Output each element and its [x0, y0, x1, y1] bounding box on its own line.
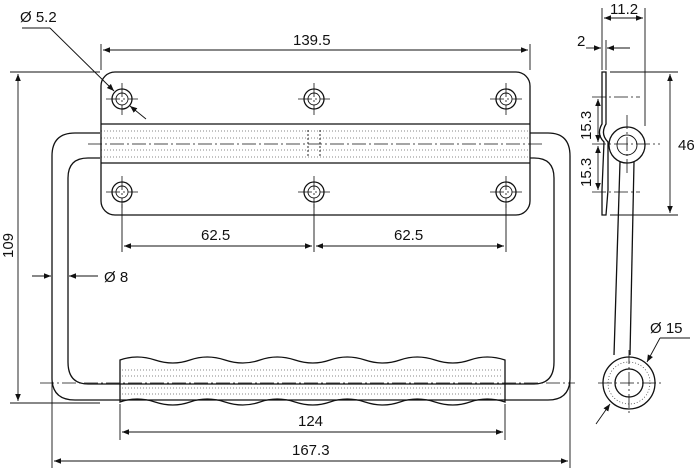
- mounting-holes: [106, 83, 522, 208]
- tube-diameter-label: Ø 15: [650, 320, 683, 337]
- hole-spacing-left-label: 62.5: [201, 227, 230, 244]
- handle-wire-outer: [51, 132, 571, 401]
- side-plate-profile: [598, 71, 609, 216]
- side-dimensions: 11.2 2 15.3 15.3 46 Ø 15: [577, 1, 695, 425]
- handle-wire-inner: [67, 157, 555, 385]
- plate-width-label: 139.5: [293, 32, 331, 49]
- wire-diameter-label: Ø 8: [104, 269, 128, 286]
- side-thickness-label: 2: [577, 33, 585, 50]
- front-dimensions: Ø 5.2 139.5 62.5 62.5 109 Ø 8 124 167.3: [0, 9, 571, 468]
- hole-diameter-label: Ø 5.2: [20, 9, 57, 26]
- side-upper-label: 15.3: [578, 111, 595, 140]
- hole-spacing-right-label: 62.5: [394, 227, 423, 244]
- hinge-band: [101, 123, 530, 164]
- overall-width-label: 167.3: [292, 442, 330, 459]
- side-lower-label: 15.3: [578, 158, 595, 187]
- front-view: [40, 71, 575, 406]
- grip-tube: [119, 356, 506, 406]
- side-height-label: 46: [678, 137, 695, 154]
- grip-length-label: 124: [298, 413, 323, 430]
- overall-height-label: 109: [0, 233, 17, 258]
- side-depth-label: 11.2: [610, 1, 638, 18]
- mounting-plate: [100, 71, 531, 216]
- side-view: [592, 71, 662, 416]
